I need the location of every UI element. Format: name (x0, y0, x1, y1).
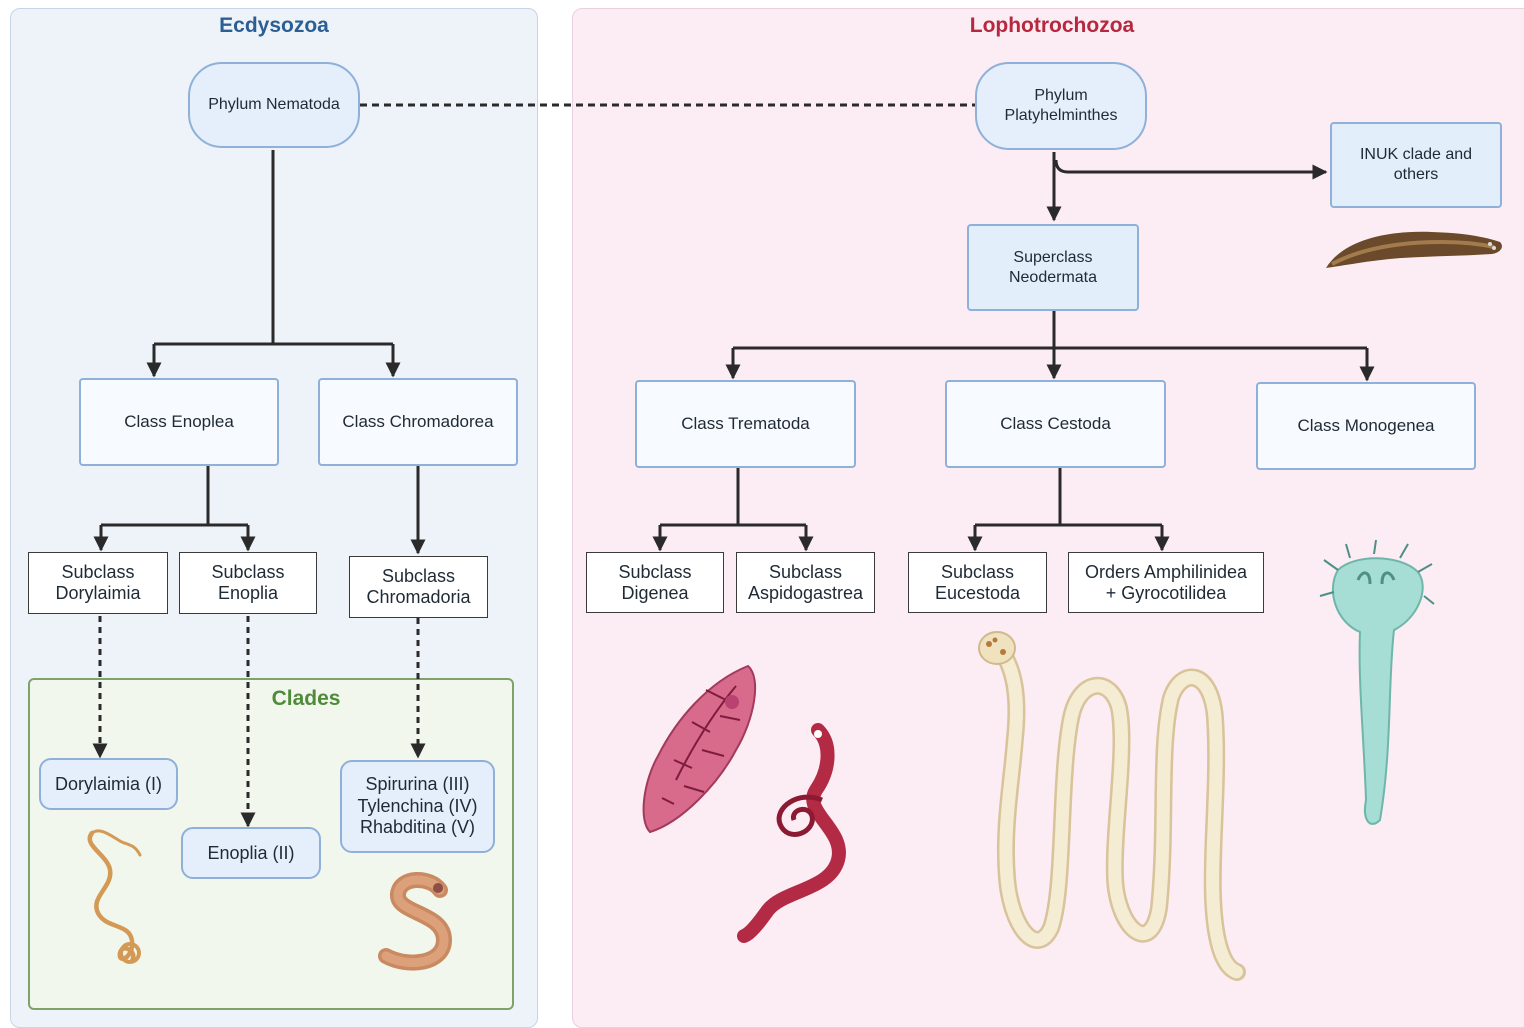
nematode-worm-icon (87, 829, 142, 964)
phylum-nematoda-node: Phylum Nematoda (188, 62, 360, 148)
orders-amphilinidea-node: Orders Amphilinidea + Gyrocotilidea (1068, 552, 1264, 613)
subclass-eucestoda-node: Subclass Eucestoda (908, 552, 1047, 613)
inuk-clade-node: INUK clade and others (1330, 122, 1502, 208)
class-monogenea-node: Class Monogenea (1256, 382, 1476, 470)
class-chromadorea-node: Class Chromadorea (318, 378, 518, 466)
clade-dorylaimia-node: Dorylaimia (I) (39, 758, 178, 810)
clades-title: Clades (271, 687, 341, 710)
schistosome-icon (737, 723, 846, 943)
roundworm-icon (378, 871, 453, 971)
phylum-platyhelminthes-node: Phylum Platyhelminthes (975, 62, 1147, 150)
superclass-neodermata-node: Superclass Neodermata (967, 224, 1139, 311)
monogenean-icon (1319, 539, 1435, 825)
subclass-dorylaimia-node: Subclass Dorylaimia (28, 552, 168, 614)
lophotrochozoa-title: Lophotrochozoa (969, 14, 1135, 37)
class-cestoda-node: Class Cestoda (945, 380, 1166, 468)
subclass-digenea-node: Subclass Digenea (586, 552, 724, 613)
clade-spirurina-tylenchina-rhabditina-node: Spirurina (III) Tylenchina (IV) Rhabditi… (340, 760, 495, 853)
ecdysozoa-title: Ecdysozoa (219, 14, 329, 37)
class-trematoda-node: Class Trematoda (635, 380, 856, 468)
class-enoplea-node: Class Enoplea (79, 378, 279, 466)
clade-enoplia-node: Enoplia (II) (181, 827, 321, 879)
subclass-aspidogastrea-node: Subclass Aspidogastrea (736, 552, 875, 613)
tapeworm-icon (978, 631, 1246, 981)
subclass-enoplia-node: Subclass Enoplia (179, 552, 317, 614)
fluke-icon (642, 664, 757, 834)
planarian-flatworm-icon (1326, 231, 1502, 268)
subclass-chromadoria-node: Subclass Chromadoria (349, 556, 488, 618)
